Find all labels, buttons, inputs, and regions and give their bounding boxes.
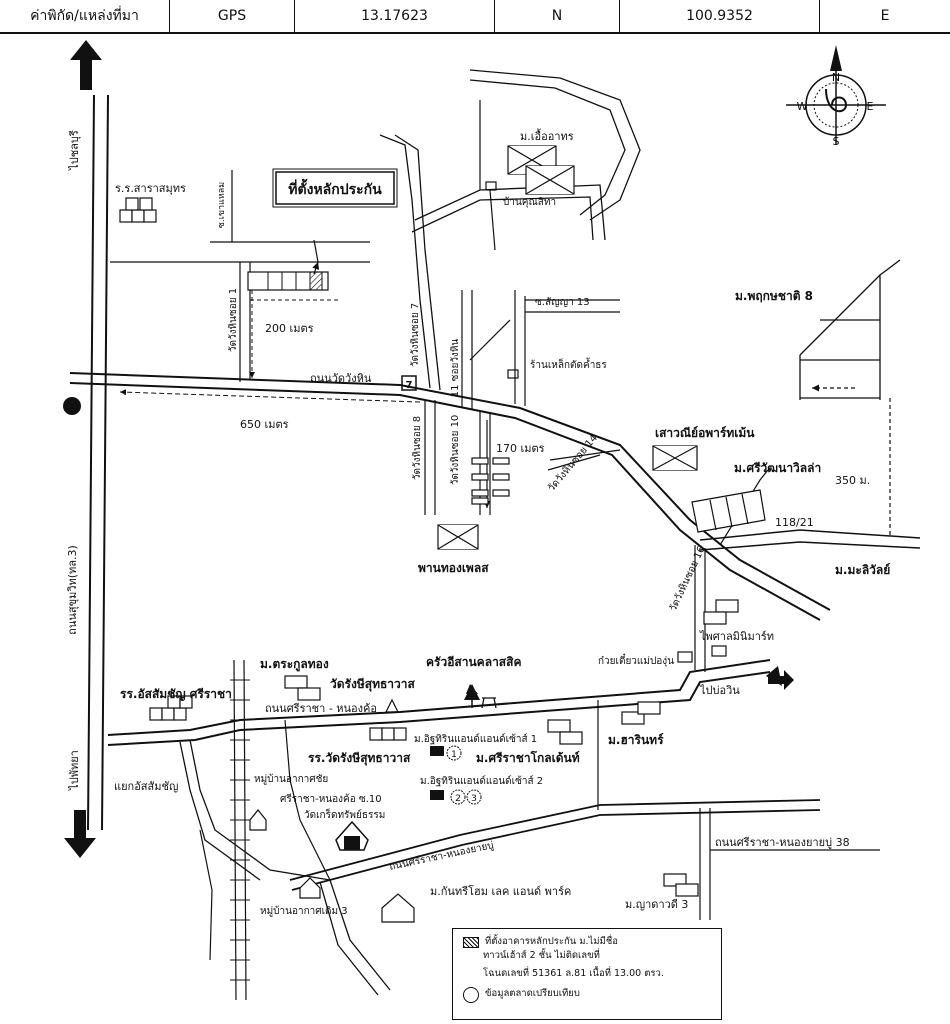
distance-650: 650 เมตร — [240, 418, 289, 431]
legend-line3: โฉนดเลขที่ 51361 ล.81 เนื้อที่ 13.00 ตรว… — [483, 968, 664, 979]
direction-right: ไปบ่อวิน — [699, 684, 740, 697]
road-sriracha-nongyaibu: ถนนศรีราชา-หนองยายบู่ — [388, 839, 495, 873]
road-soi-top: ซ.เขาแหลม — [217, 182, 227, 229]
place-sky1: ม.อิฐทิรินแอนด์แอนด์เซ้าส์ 1 — [414, 733, 537, 745]
place-trakoon: ม.ตระกูลทอง — [260, 657, 329, 672]
marker-1: 1 — [451, 750, 457, 760]
place-baan-khun: บ้านคุณสิทา — [503, 196, 556, 208]
legend-line4: ข้อมูลตลาดเปรียบเทียบ — [485, 988, 580, 999]
marker-2: 2 — [455, 794, 461, 804]
sukhumvit-road — [64, 40, 109, 858]
header-label: ค่าพิกัด/แหล่งที่มา — [0, 0, 170, 32]
place-yada: ม.ญาดาวดี 3 — [625, 898, 688, 911]
road-soi11: 11 ซอยวังหิน — [450, 339, 461, 398]
dir-top-left: ไปชลบุรี — [68, 130, 81, 171]
wat-wanghin-road — [69, 372, 831, 621]
legend-comparison: ข้อมูลตลาดเปรียบเทียบ — [463, 987, 711, 1003]
place-phaisan: ไพศาลมินิมาร์ท — [699, 630, 774, 643]
distance-200: 200 เมตร — [265, 322, 314, 335]
road-soi7: วัดวังหินซอย 7 — [410, 303, 421, 367]
place-assumption: รร.อัสสัมชัญ ศรีราชา — [120, 687, 232, 701]
legend-line2: ทาวน์เฮ้าส์ 2 ชั้น ไม่ติดเลขที่ — [483, 950, 600, 961]
place-golden: ม.ศรีราชาโกลเด้นท์ — [476, 750, 580, 765]
road-soi1: วัดวังหินซอย 1 — [228, 288, 239, 352]
place-hardware: ร้านเหล็กตัดค้ำธร — [530, 357, 607, 371]
circle-swatch-icon — [463, 987, 479, 1003]
arrow-right-icon — [768, 670, 794, 690]
place-seaside-apart: เสาวณีย์อพาร์ทเม้น — [655, 426, 755, 440]
place-muan-eua: ม.เอื้ออาทร — [520, 128, 574, 143]
location-map: ที่ตั้งหลักประกัน 7 — [63, 40, 921, 1001]
header-lon-dir: E — [880, 8, 890, 24]
road-soi10: วัดวังหินซอย 10 — [450, 415, 461, 486]
compass-rose-icon: N S E W — [786, 45, 886, 148]
distance-170: 170 เมตร — [496, 442, 545, 455]
road-soi16: วัดวังหินซอย 16 — [668, 545, 708, 614]
place-phan-thong: พานทองเพลส — [418, 561, 489, 575]
hatch-swatch-icon — [463, 937, 479, 948]
compass-w: W — [797, 100, 808, 113]
distance-350: 350 ม. — [835, 474, 870, 487]
road-sriracha-nongyaibu-38: ถนนศรีราชา-หนองยายบู่ 38 — [715, 836, 850, 849]
place-school-wat: รร.วัดรังษีสุทธาวาส — [308, 751, 411, 766]
road-wangkhu: ถนนวัดวังหิน — [310, 372, 372, 385]
house-symbols — [249, 145, 766, 923]
road-sanya13: ซ.สัญญา 13 — [535, 297, 590, 308]
title-box-label: ที่ตั้งหลักประกัน — [288, 178, 382, 198]
legend-line1: ที่ตั้งอาคารหลักประกัน ม.ไม่มีชื่อ — [485, 936, 618, 947]
compass-s: S — [833, 135, 840, 148]
header-source: GPS — [170, 0, 295, 32]
marker-3: 3 — [471, 794, 477, 804]
place-code: 118/21 — [775, 516, 814, 529]
place-sky2: ม.อิฐทิรินแอนด์แอนด์เซ้าส์ 2 — [420, 775, 543, 787]
landmark-icon — [63, 397, 81, 415]
header-lon: 100.9352 — [620, 0, 820, 32]
header-lat: 13.17623 — [295, 0, 495, 32]
road-soi14: วัดวังหินซอย 14 — [546, 433, 600, 494]
road-nongkho10: ศรีราชา-หนองค้อ ซ.10 — [280, 793, 382, 805]
road-sukhumvit: ถนนสุขุมวิท(ทล.3) — [66, 545, 79, 635]
header-lat-dir: N — [495, 0, 620, 32]
map-legend: ที่ตั้งอาคารหลักประกัน ม.ไม่มีชื่อ ทาวน์… — [452, 928, 722, 1020]
dir-bottom-left: ไปพัทยา — [68, 750, 81, 791]
place-school-top: ร.ร.สาราสมุทร — [115, 182, 186, 195]
building-blocks — [119, 197, 727, 741]
legend-collateral: ที่ตั้งอาคารหลักประกัน ม.ไม่มีชื่อ — [463, 935, 711, 949]
collateral-townhouses — [247, 239, 329, 291]
svg-text:7: 7 — [406, 380, 413, 391]
road-sriracha-nongkho: ถนนศรีราชา - หนองค้อ — [265, 702, 377, 715]
sriracha-nongkho-road — [107, 659, 782, 746]
place-wat-nearby: วัดเกร็ดทรัพย์ธรรม — [304, 807, 385, 821]
railway — [230, 659, 250, 1001]
place-village-ch: หมู่บ้านอากาศชัย — [254, 773, 328, 785]
road-junction: แยกอัสสัมชัญ — [114, 780, 178, 793]
comparison-markers: 1 2 3 — [430, 745, 482, 805]
place-krua-isan: ครัวอีสานคลาสสิค — [426, 655, 521, 669]
place-malivan: ม.มะลิวัลย์ — [835, 563, 890, 577]
compass-e: E — [867, 100, 874, 113]
road-soi8: วัดวังหินซอย 8 — [412, 416, 423, 480]
place-phruksachat: ม.พฤกษชาติ 8 — [735, 289, 813, 303]
place-harin: ม.ฮารินทร์ — [608, 733, 664, 747]
title-box: ที่ตั้งหลักประกัน — [272, 168, 398, 208]
compass-n: N — [832, 71, 840, 84]
place-wat-rangsi: วัดรังษีสุทธาวาส — [330, 677, 416, 692]
place-sri-villa: ม.ศรีวัฒนาวิลล่า — [734, 461, 821, 475]
place-village-3: หมู่บ้านอากาศเดิม 3 — [260, 905, 348, 917]
coordinates-header: ค่าพิกัด/แหล่งที่มา GPS 13.17623 N 100.9… — [0, 0, 950, 34]
place-kuaytiew: ก๋วยเตี๋ยวแม่ปองุ่น — [598, 653, 674, 667]
place-kanphai: ม.กันทรีโฮม เลค แอนด์ พาร์ค — [430, 884, 571, 898]
